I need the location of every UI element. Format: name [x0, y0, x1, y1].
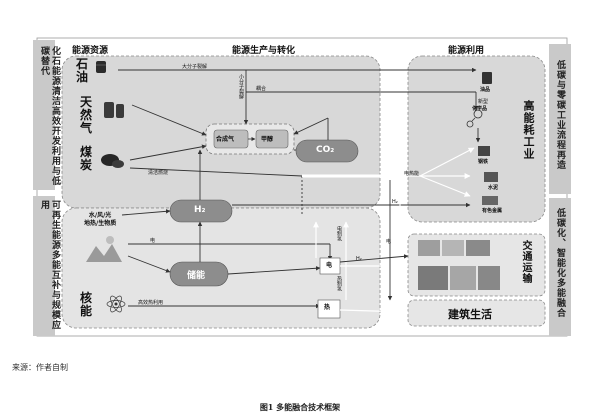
flow-heat-to-h2: 热制氢 [336, 276, 342, 291]
use-fuel: 油品 [480, 87, 491, 93]
flow-h2: H₂ [392, 199, 398, 205]
gas-tank-icon [104, 102, 114, 118]
right-sidebar-top-text: 低碳与零碳工业流程再造 [555, 60, 565, 170]
right-sidebar-bottom-text: 低碳化、智能化多能融合 [555, 208, 565, 318]
syngas-label: 合成气 [216, 136, 235, 143]
use-nonferrous: 有色金属 [482, 208, 503, 214]
to-steel-arrow [419, 147, 475, 177]
methanol-label: 甲醇 [261, 136, 274, 143]
use-building: 建筑生活 [448, 308, 492, 321]
elec-node-label: 电 [326, 262, 333, 269]
left-sidebar-bottom [33, 196, 55, 336]
flow-small-molecule: 小分子裂解 [238, 74, 244, 99]
resource-oil: 石 油 [76, 57, 89, 84]
flow-high-eff-heat: 高效热利用 [138, 300, 164, 306]
renewables-to-storage-arrow [127, 255, 171, 273]
co2-to-methanol-arrow [293, 117, 329, 135]
source-note: 来源：作者自制 [12, 363, 68, 372]
left-sidebar-top [33, 40, 55, 190]
gas-to-syngas-arrow [131, 104, 207, 136]
building-panel [407, 299, 546, 327]
use-high-energy-industry: 高能耗工业 [522, 100, 535, 160]
atom-icon [106, 295, 126, 313]
heat-node [317, 299, 341, 319]
right-sidebar-top [549, 44, 571, 194]
resource-gas: 天 然 气 [80, 95, 93, 135]
flow-h2-2: H₂ [356, 256, 362, 262]
use-steel: 钢铁 [478, 159, 489, 165]
chemicals-icon-2 [466, 120, 474, 128]
flow-elec-heat: 电热能 [404, 171, 420, 177]
bus-photo [418, 266, 448, 290]
coal-icon-2 [112, 160, 124, 168]
gas-tank-icon-2 [116, 104, 124, 118]
resource-nuclear: 核 能 [80, 291, 93, 318]
co2-node [295, 139, 359, 163]
steel-icon [478, 146, 490, 156]
heat-to-building-arrow [339, 308, 409, 315]
clean-combustion-line [129, 167, 303, 177]
resource-renewables: 水/风/光 地热/生物质 [84, 212, 117, 227]
nonferrous-metal-icon [482, 196, 498, 205]
resource-coal: 煤 炭 [80, 145, 93, 172]
flow-elec-to-h2: 电制氢 [336, 226, 342, 241]
h2-label: H₂ [194, 205, 206, 215]
section-title-resources: 能源资源 [72, 46, 109, 56]
transport-photo-1 [418, 240, 440, 256]
chemicals-bond [471, 117, 476, 122]
storage-to-elec-arrow [227, 266, 321, 275]
transport-photo-3 [466, 240, 490, 256]
transport-photo-2 [442, 240, 464, 256]
co2-label: CO₂ [316, 145, 335, 155]
fuel-pump-icon [482, 72, 492, 84]
oil-barrel-icon [96, 61, 106, 73]
section-title-utilization: 能源利用 [448, 46, 485, 56]
renewables-landscape-icon [86, 244, 122, 262]
heat-node-label: 热 [324, 304, 331, 311]
chemicals-icon [473, 109, 483, 119]
left-sidebar-top-text: 化石能源清洁高效开发利用与低碳替代 [39, 46, 60, 186]
use-transport: 交通运输 [520, 240, 531, 284]
flow-coupling: 耦合 [256, 86, 267, 92]
cement-truck-icon [484, 172, 498, 182]
truck-photo [478, 266, 500, 290]
coal-to-syngas-arrow [129, 144, 207, 161]
storage-label: 储能 [187, 271, 206, 281]
sun-icon [106, 236, 114, 244]
use-chemicals-prefix: 新型 [478, 99, 489, 105]
figure-caption: 图1 多能融合技术框架 [259, 402, 341, 412]
h2-to-transport-arrow [339, 254, 409, 263]
right-sidebar-bottom [549, 198, 571, 336]
left-sidebar-bottom-text: 可再生能源多能互补与规模应用 [39, 200, 60, 330]
flow-macromolecule: 大分子裂解 [182, 64, 208, 70]
flow-elec-right: 电 [386, 239, 392, 245]
use-chemicals: 化学品 [472, 106, 488, 112]
train-photo [450, 266, 476, 290]
use-cement: 水泥 [488, 185, 499, 191]
flow-electricity: 电 [150, 238, 156, 244]
to-nonferrous-arrow [419, 175, 471, 197]
section-title-production: 能源生产与转化 [232, 46, 296, 56]
flow-clean-combustion: 清洁燃烧 [148, 170, 169, 176]
renewables-to-h2-arrow [121, 209, 171, 216]
methanol-node [255, 129, 289, 149]
